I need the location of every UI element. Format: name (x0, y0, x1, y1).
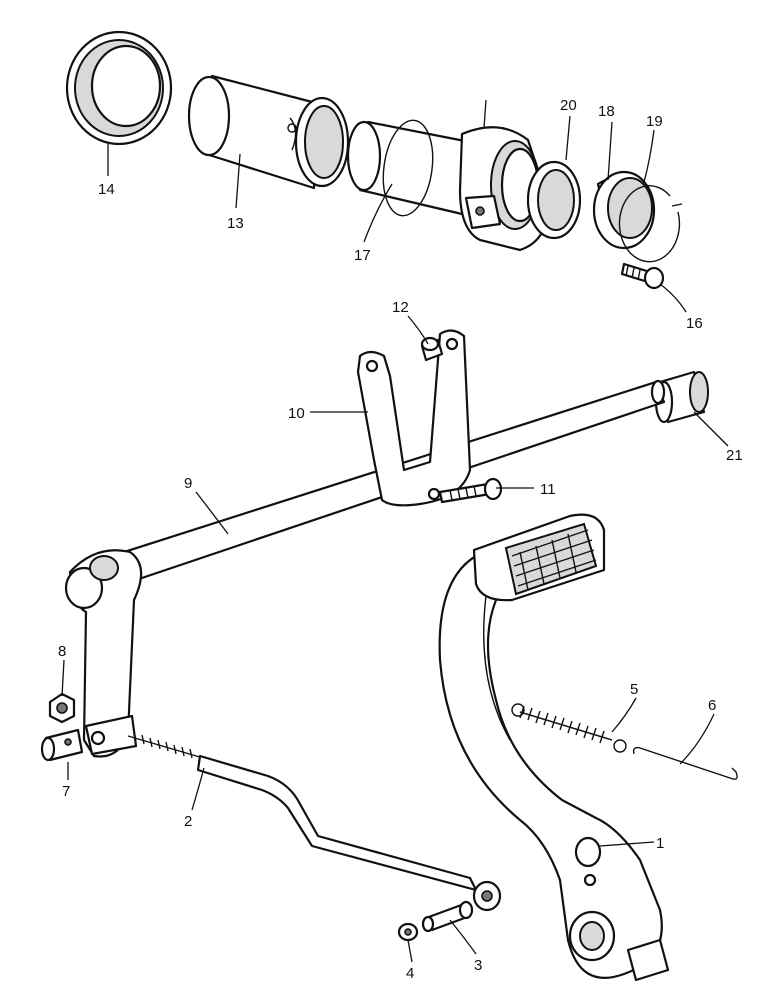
callout-17: 17 (354, 247, 371, 264)
part-4-washer (397, 922, 419, 942)
part-7-pin (40, 728, 84, 762)
callout-1: 1 (656, 835, 664, 852)
part-18-bearing (592, 170, 656, 250)
callout-20: 20 (560, 97, 577, 114)
part-13-sleeve (187, 74, 350, 190)
part-6-spring-hook (632, 746, 738, 780)
callout-labels: 14 13 17 20 18 19 16 12 10 21 11 9 8 7 2… (58, 97, 743, 982)
callout-10: 10 (288, 405, 305, 422)
callout-9: 9 (184, 475, 192, 492)
part-16-screw (620, 262, 665, 290)
part-5-return-spring (511, 703, 627, 753)
callout-11: 11 (540, 481, 556, 498)
part-14-bearing-ring (65, 30, 173, 146)
part-10-release-fork (356, 329, 472, 507)
callout-16: 16 (686, 315, 703, 332)
callout-21: 21 (726, 447, 743, 464)
part-2-clutch-rod (127, 732, 502, 912)
callout-19: 19 (646, 113, 663, 130)
callout-2: 2 (184, 813, 192, 830)
shaft-lever-arm (64, 549, 143, 758)
callout-13: 13 (227, 215, 244, 232)
leader-lines (61, 115, 729, 963)
part-19-circlip (618, 185, 683, 263)
part-3-clevis-pin (421, 900, 474, 933)
callout-14: 14 (98, 181, 115, 198)
callout-7: 7 (62, 783, 70, 800)
callout-5: 5 (630, 681, 638, 698)
pedal-pad (472, 513, 606, 602)
part-20-bearing-race (526, 160, 582, 240)
part-11-bolt (438, 477, 503, 504)
callout-8: 8 (58, 643, 66, 660)
callout-6: 6 (708, 697, 716, 714)
callout-12: 12 (392, 299, 409, 316)
part-1-clutch-pedal (438, 554, 670, 982)
callout-3: 3 (474, 957, 482, 974)
part-8-nut (48, 692, 76, 724)
callout-18: 18 (598, 103, 615, 120)
callout-4: 4 (406, 965, 414, 982)
part-17-tube-with-oring (346, 119, 472, 217)
